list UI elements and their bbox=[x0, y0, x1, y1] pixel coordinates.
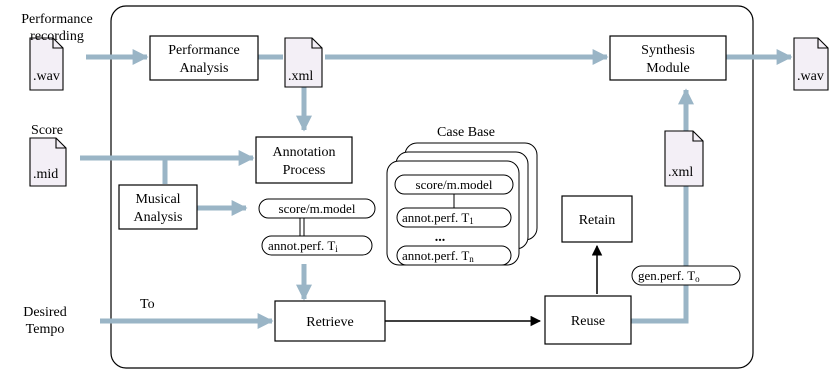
svg-text:gen.perf. To: gen.perf. To bbox=[638, 268, 700, 284]
svg-text:Module: Module bbox=[646, 61, 690, 76]
svg-text:Analysis: Analysis bbox=[180, 61, 229, 76]
svg-text:Reuse: Reuse bbox=[571, 314, 605, 329]
case-base: Case Base score/m.model annot.perf. T1 .… bbox=[386, 125, 538, 266]
svg-text:.wav: .wav bbox=[797, 69, 824, 84]
performance-recording-label-2: recording bbox=[30, 29, 84, 44]
performance-recording-label: Performance bbox=[21, 12, 93, 27]
score-label: Score bbox=[31, 123, 63, 138]
svg-text:annot.perf. T1: annot.perf. T1 bbox=[402, 210, 474, 226]
annotation-process-box: Annotation Process bbox=[255, 136, 353, 184]
generated-performance-label: gen.perf. To bbox=[631, 265, 741, 286]
reuse-box: Reuse bbox=[544, 295, 632, 345]
wav-output-doc: .wav bbox=[793, 37, 829, 91]
desired-tempo-label: Desired bbox=[23, 305, 67, 320]
svg-text:Process: Process bbox=[283, 163, 326, 178]
musical-analysis-box: Musical Analysis bbox=[118, 184, 198, 230]
svg-text:.xml: .xml bbox=[288, 69, 313, 84]
svg-text:.wav: .wav bbox=[33, 69, 60, 84]
svg-text:annot.perf. Ti: annot.perf. Ti bbox=[268, 238, 338, 254]
xml-doc: .xml bbox=[284, 37, 323, 88]
mid-doc: .mid bbox=[29, 137, 67, 187]
tempo-value-label: To bbox=[140, 297, 155, 312]
retrieve-box: Retrieve bbox=[274, 300, 386, 342]
wav-input-doc: .wav bbox=[29, 37, 64, 91]
svg-text:Musical: Musical bbox=[135, 192, 180, 207]
svg-text:.mid: .mid bbox=[33, 167, 58, 182]
svg-text:score/m.model: score/m.model bbox=[279, 201, 356, 216]
svg-text:...: ... bbox=[435, 230, 446, 245]
svg-text:Annotation: Annotation bbox=[273, 145, 336, 160]
flow-lines bbox=[80, 48, 793, 330]
svg-text:annot.perf. Tn: annot.perf. Tn bbox=[402, 248, 474, 264]
svg-text:Retrieve: Retrieve bbox=[306, 315, 353, 330]
synthesis-module-box: Synthesis Module bbox=[609, 35, 727, 81]
desired-tempo-label-2: Tempo bbox=[26, 322, 65, 337]
svg-text:.xml: .xml bbox=[668, 165, 693, 180]
retain-box: Retain bbox=[561, 195, 633, 243]
svg-text:Synthesis: Synthesis bbox=[641, 43, 695, 58]
svg-text:score/m.model: score/m.model bbox=[416, 177, 493, 192]
performance-analysis-box: Performance Analysis bbox=[149, 35, 259, 81]
svg-text:Retain: Retain bbox=[579, 213, 616, 228]
xml-generated-doc: .xml bbox=[664, 130, 704, 187]
query-case: score/m.model annot.perf. Ti bbox=[258, 198, 376, 256]
case-base-title: Case Base bbox=[437, 125, 495, 140]
svg-text:Analysis: Analysis bbox=[134, 210, 183, 225]
svg-text:Performance: Performance bbox=[168, 43, 240, 58]
